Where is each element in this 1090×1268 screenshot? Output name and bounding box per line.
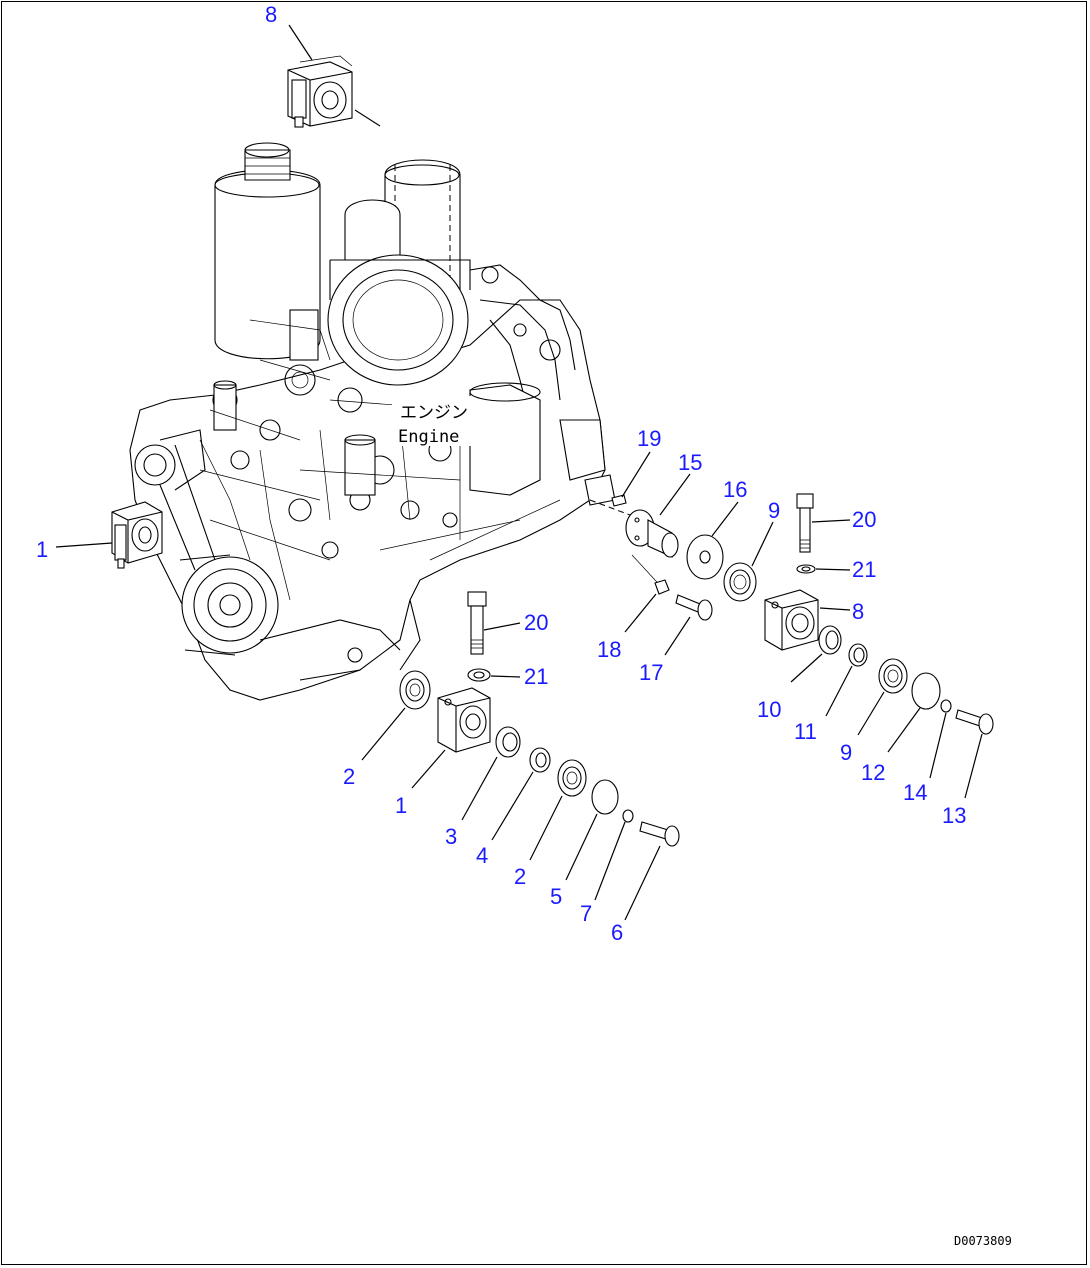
callout-9-upper: 9 xyxy=(768,498,780,523)
part-17-bolt xyxy=(675,594,713,621)
part-9-seal-lower xyxy=(878,658,908,694)
part-15-shaft xyxy=(625,509,679,586)
engine-assembly xyxy=(129,142,631,701)
callout-3: 3 xyxy=(445,824,457,849)
callout-9-lower: 9 xyxy=(840,740,852,765)
callout-18: 18 xyxy=(597,637,621,662)
callout-16: 16 xyxy=(723,477,747,502)
mount-bracket-top xyxy=(287,55,381,128)
part-6-bolt xyxy=(639,821,680,847)
callout-6: 6 xyxy=(611,920,623,945)
part-21-washer-right xyxy=(796,564,816,574)
part-7-washer xyxy=(622,809,634,823)
part-14-washer xyxy=(940,699,952,713)
callout-12: 12 xyxy=(861,760,885,785)
callout-1-mid: 1 xyxy=(395,793,407,818)
callout-13: 13 xyxy=(942,803,966,828)
callout-21-mid: 21 xyxy=(524,664,548,689)
part-3-ring xyxy=(495,726,521,758)
callout-11: 11 xyxy=(794,719,817,744)
part-21-washer-mid xyxy=(467,668,491,682)
callout-7: 7 xyxy=(580,901,592,926)
part-2-seal-left xyxy=(399,670,431,710)
part-20-bolt-right xyxy=(796,493,814,553)
callout-19: 19 xyxy=(637,426,661,451)
part-20-bolt-mid xyxy=(467,591,487,655)
callout-8-right: 8 xyxy=(852,599,864,624)
callout-17: 17 xyxy=(639,660,663,685)
part-18-nut xyxy=(654,579,670,595)
callout-8-top: 8 xyxy=(265,2,277,27)
mount-bracket-left xyxy=(111,501,163,569)
callout-1-left: 1 xyxy=(36,537,48,562)
part-4-ring xyxy=(529,747,551,773)
callout-21-right: 21 xyxy=(852,557,876,582)
callout-5: 5 xyxy=(550,884,562,909)
part-16-washer xyxy=(686,534,724,580)
part-13-bolt xyxy=(955,709,994,735)
leader-lines xyxy=(55,24,983,921)
part-1-bracket-mid xyxy=(437,687,491,753)
callout-2-mid: 2 xyxy=(514,864,526,889)
part-2-seal-mid xyxy=(557,759,587,797)
part-11-ring xyxy=(848,643,868,667)
part-10-ring xyxy=(818,625,842,655)
part-12-washer xyxy=(911,672,941,710)
callout-labels: 8 1 19 15 16 9 20 21 8 18 17 20 21 10 11… xyxy=(36,2,966,945)
callout-4: 4 xyxy=(476,843,488,868)
callout-15: 15 xyxy=(678,450,702,475)
callout-14: 14 xyxy=(903,780,927,805)
callout-10: 10 xyxy=(757,697,781,722)
part-5-washer xyxy=(591,779,619,815)
part-19-bolt xyxy=(611,494,627,507)
callout-20-right: 20 xyxy=(852,507,876,532)
figure-id: D0073809 xyxy=(954,1234,1012,1248)
callout-20-mid: 20 xyxy=(524,610,548,635)
callout-2-left: 2 xyxy=(343,764,355,789)
part-8-bracket-right xyxy=(764,589,819,651)
engine-label-jp: エンジン xyxy=(400,403,468,423)
part-9-seal-upper xyxy=(723,562,757,602)
engine-label-en: Engine xyxy=(398,427,459,447)
